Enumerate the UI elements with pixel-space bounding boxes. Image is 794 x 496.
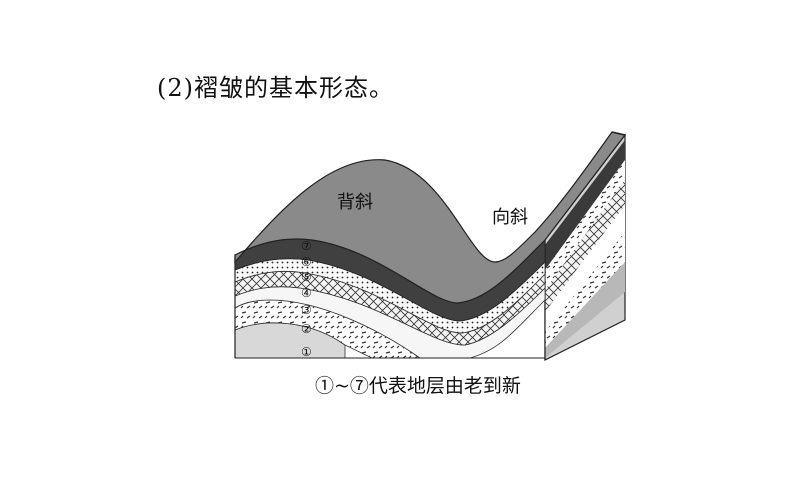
side-face (544, 133, 626, 361)
layer-number-5: ⑤ (301, 270, 312, 284)
layer-number-7: ⑦ (301, 239, 312, 253)
front-face (234, 131, 627, 359)
diagram-caption: ①~⑦代表地层由老到新 (315, 375, 521, 397)
anticline-label: 背斜 (337, 192, 373, 213)
layer-number-3: ③ (301, 303, 312, 317)
layer-number-1: ① (301, 345, 312, 359)
section-heading: (2)褶皱的基本形态。 (157, 74, 394, 102)
layer-number-6: ⑥ (301, 255, 312, 269)
layer-number-4: ④ (301, 286, 312, 300)
syncline-label: 向斜 (492, 207, 528, 228)
layer-number-2: ② (301, 322, 312, 336)
layer-numbers: ① ② ③ ④ ⑤ ⑥ ⑦ (301, 239, 312, 359)
